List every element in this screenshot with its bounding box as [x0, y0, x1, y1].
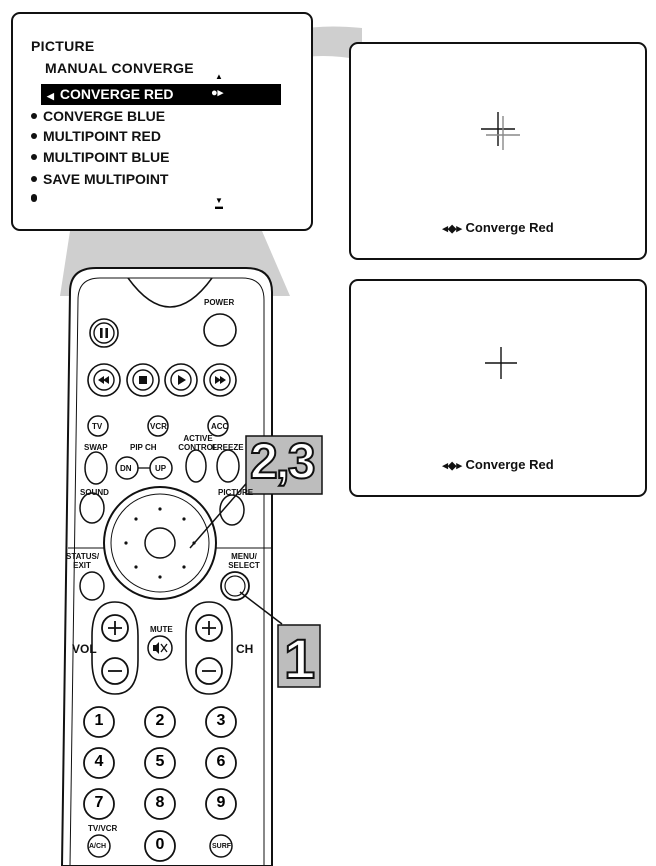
- pip-dn-label: DN: [120, 464, 132, 473]
- digit-2-button[interactable]: 2: [155, 712, 165, 729]
- tv-button-label: TV: [92, 422, 103, 431]
- menu-item-label: MULTIPOINT RED: [43, 128, 161, 144]
- converge-preview-after: ◂◆▸ Converge Red: [349, 279, 647, 497]
- rewind-button[interactable]: [87, 363, 121, 397]
- digit-4-button[interactable]: 4: [94, 753, 104, 770]
- menu-item-converge-red[interactable]: ◀ CONVERGE RED: [47, 86, 174, 102]
- adjust-right-icon: ●▸: [211, 87, 224, 99]
- converged-crosshair-icon: [485, 347, 517, 379]
- scroll-up-arrow-icon: ▲: [215, 72, 223, 81]
- power-label: POWER: [204, 298, 235, 307]
- callout-box-2-3: [245, 435, 323, 495]
- ch-label: CH: [236, 642, 254, 656]
- pause-icon: [100, 328, 103, 338]
- misconverged-crosshair-icon: [481, 112, 520, 150]
- tv-vcr-label: TV/VCR: [88, 824, 118, 833]
- vcr-button-label: VCR: [150, 422, 167, 431]
- status-exit-label: STATUS/ EXIT: [66, 552, 100, 570]
- active-control-label: ACTIVE CONTROL: [178, 434, 218, 452]
- four-way-arrow-icon: ◂◆▸: [442, 223, 462, 235]
- power-button[interactable]: [203, 313, 237, 347]
- digit-0-button[interactable]: 0: [155, 836, 165, 853]
- stop-icon: [139, 376, 147, 384]
- play-icon: [178, 375, 186, 385]
- freeze-button[interactable]: [216, 449, 240, 483]
- status-exit-button[interactable]: [79, 571, 105, 601]
- menu-item-label: MULTIPOINT BLUE: [43, 149, 170, 165]
- left-arrow-icon: ◀: [47, 91, 54, 101]
- menu-item-label: CONVERGE BLUE: [43, 108, 166, 124]
- digit-6-button[interactable]: 6: [216, 753, 226, 770]
- menu-item-converge-blue[interactable]: CONVERGE BLUE: [31, 108, 165, 124]
- digit-5-button[interactable]: 5: [155, 753, 165, 770]
- freeze-label: FREEZE: [212, 443, 244, 452]
- number-pad: [83, 706, 237, 862]
- picture-label: PICTURE: [218, 488, 254, 497]
- fast-forward-button[interactable]: [203, 363, 237, 397]
- digit-3-button[interactable]: 3: [216, 712, 226, 729]
- surf-button[interactable]: SURF: [212, 843, 232, 850]
- transport-buttons: [87, 363, 237, 397]
- sound-button[interactable]: [79, 492, 105, 524]
- vcr-button[interactable]: [147, 415, 169, 437]
- vol-label: VOL: [72, 642, 97, 656]
- pip-up-label: UP: [155, 464, 167, 473]
- panel-caption: ◂◆▸ Converge Red: [351, 457, 645, 472]
- step-callout-2-3: 2,3: [249, 432, 316, 490]
- digit-8-button[interactable]: 8: [155, 794, 165, 811]
- menu-item-label: CONVERGE RED: [59, 86, 174, 102]
- active-control-button[interactable]: [185, 449, 207, 483]
- callout-box-1: [277, 624, 321, 688]
- fast-forward-icon: [215, 376, 221, 384]
- bullet-icon: [31, 113, 37, 119]
- acc-button-label: ACC: [211, 422, 229, 431]
- panel-caption-text: Converge Red: [465, 457, 554, 472]
- ach-button[interactable]: A/CH: [89, 843, 107, 850]
- menu-highlight-bar: [41, 84, 281, 105]
- play-button[interactable]: [164, 363, 198, 397]
- mute-label: MUTE: [150, 625, 173, 634]
- panel-caption: ◂◆▸ Converge Red: [351, 220, 645, 235]
- menu-title: PICTURE: [31, 38, 95, 54]
- stop-button[interactable]: [126, 363, 160, 397]
- bullet-icon: [31, 133, 37, 139]
- converge-preview-before: ◂◆▸ Converge Red: [349, 42, 647, 260]
- digit-9-button[interactable]: 9: [216, 794, 226, 811]
- bullet-icon: [31, 154, 37, 160]
- swap-label: SWAP: [84, 443, 108, 452]
- tv-button[interactable]: [87, 415, 109, 437]
- menu-select-label: MENU/ SELECT: [228, 552, 260, 570]
- picture-button[interactable]: [219, 494, 245, 526]
- sound-label: SOUND: [80, 488, 109, 497]
- swap-button[interactable]: [84, 451, 108, 485]
- acc-button[interactable]: [207, 415, 229, 437]
- scroll-down-arrow-icon: ▼▬: [215, 196, 223, 211]
- osd-menu: PICTURE MANUAL CONVERGE ▲ ◀CONVERGE RED …: [11, 12, 313, 231]
- mute-icon: [153, 642, 168, 654]
- panel-caption-text: Converge Red: [465, 220, 554, 235]
- menu-item-label: SAVE MULTIPOINT: [43, 171, 169, 187]
- digit-1-button[interactable]: 1: [94, 712, 104, 729]
- ir-window: [127, 277, 213, 308]
- more-items-icon: [31, 194, 37, 202]
- callout-pointer-1: [239, 591, 283, 625]
- menu-item-multipoint-blue[interactable]: MULTIPOINT BLUE: [31, 149, 170, 165]
- pip-up-button[interactable]: [149, 456, 173, 480]
- center-select-button[interactable]: [144, 527, 176, 559]
- pip-ch-label: PIP CH: [130, 443, 157, 452]
- direction-dots: [124, 507, 196, 579]
- step-callout-1: 1: [283, 626, 316, 691]
- digit-7-button[interactable]: 7: [94, 794, 104, 811]
- callout-pointer-2-3: [189, 477, 252, 549]
- bullet-icon: [31, 176, 37, 182]
- mute-button[interactable]: [147, 635, 173, 661]
- four-way-arrow-icon: ◂◆▸: [442, 460, 462, 472]
- menu-item-multipoint-red[interactable]: MULTIPOINT RED: [31, 128, 161, 144]
- rewind-icon: [98, 376, 104, 384]
- menu-subtitle: MANUAL CONVERGE: [45, 60, 194, 76]
- menu-item-save-multipoint[interactable]: SAVE MULTIPOINT: [31, 171, 168, 187]
